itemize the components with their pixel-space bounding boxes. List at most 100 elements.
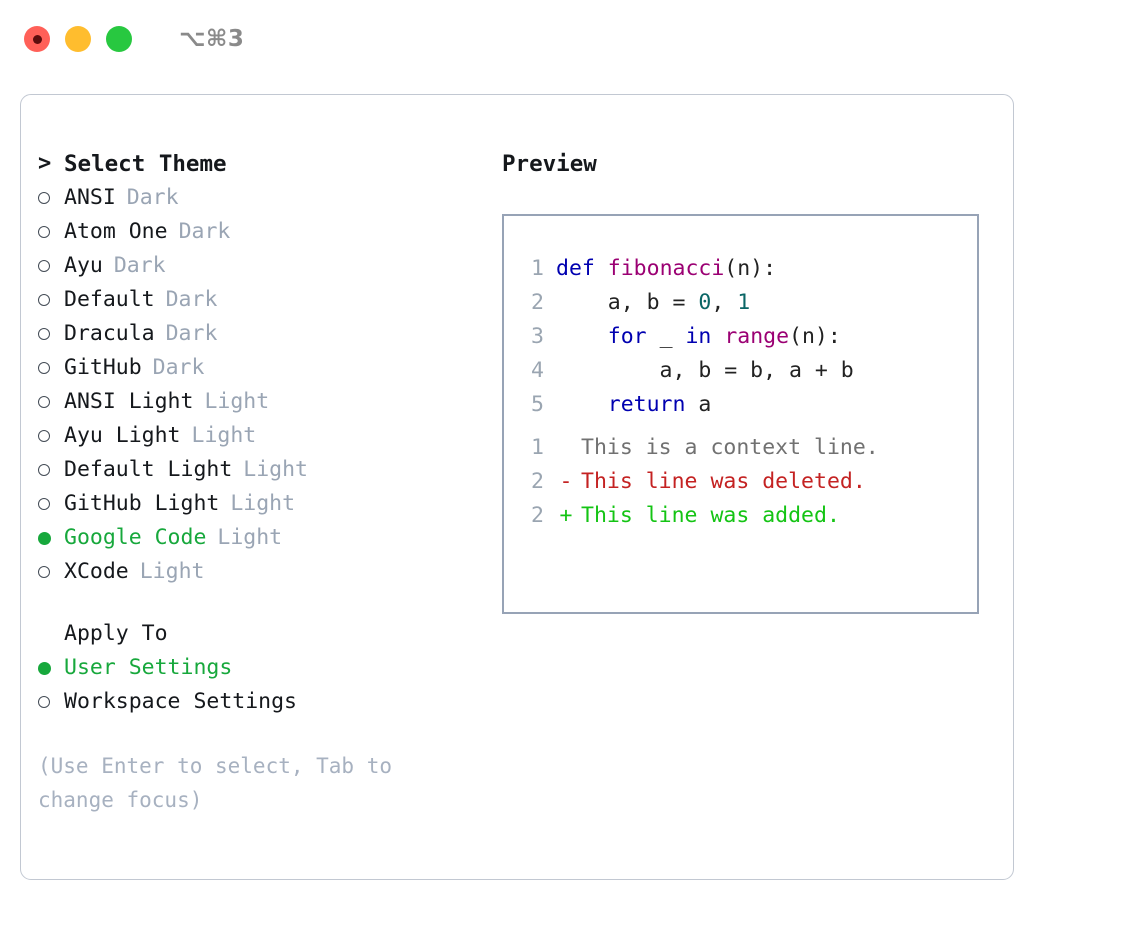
theme-variant-tag: Dark	[126, 185, 179, 210]
code-token-pun	[556, 324, 608, 349]
code-line: 4 a, b = b, a + b	[514, 354, 971, 388]
keyboard-shortcut-label: ⌥⌘3	[179, 26, 245, 52]
apply-to-header: Apply To	[38, 617, 488, 651]
line-number: 5	[531, 392, 544, 417]
theme-option-ansi[interactable]: ANSI Dark	[38, 181, 488, 215]
code-line-text: a, b = 0, 1	[556, 286, 750, 320]
apply-to-option-label: User Settings	[64, 655, 233, 680]
code-token-num: 0	[698, 290, 712, 315]
bullet-glyph	[38, 430, 50, 442]
bullet-glyph	[38, 294, 50, 306]
code-token-sp	[595, 256, 608, 281]
theme-picker-title: Select Theme	[64, 151, 227, 177]
theme-variant-tag: Dark	[152, 355, 205, 380]
theme-option-label: ANSI	[64, 185, 116, 210]
diff-line: 2-This line was deleted.	[514, 465, 971, 499]
window-close-button[interactable]	[24, 26, 50, 52]
diff-line-text: This line was deleted.	[581, 469, 866, 494]
bullet-glyph	[38, 396, 50, 408]
code-line-text: def fibonacci(n):	[556, 252, 776, 286]
title-bar: ⌥⌘3	[0, 0, 1140, 78]
radio-unselected-icon	[38, 566, 64, 578]
bullet-glyph	[38, 531, 51, 545]
theme-variant-tag: Dark	[178, 219, 231, 244]
apply-to-option-workspace-settings[interactable]: Workspace Settings	[38, 685, 488, 719]
bullet-glyph	[38, 260, 50, 272]
theme-option-label: ANSI Light	[64, 389, 194, 414]
theme-variant-tag: Light	[243, 457, 309, 482]
diff-marker-icon: -	[559, 469, 573, 494]
code-token-pun: a, b =	[556, 290, 699, 315]
bullet-glyph	[38, 226, 50, 238]
theme-option-label: Google Code	[64, 525, 207, 550]
code-token-kw: return	[607, 392, 686, 417]
code-token-pun: a, b = b, a + b	[556, 358, 854, 383]
theme-option-label: Dracula	[64, 321, 155, 346]
code-token-fn: range	[724, 324, 790, 349]
code-token-kw: in	[685, 324, 712, 349]
bullet-glyph	[38, 696, 50, 708]
prompt-caret-icon: >	[38, 151, 52, 176]
line-number: 4	[531, 358, 544, 383]
radio-unselected-icon	[38, 328, 64, 340]
theme-option-ansi-light[interactable]: ANSI Light Light	[38, 385, 488, 419]
code-token-pun: _	[646, 324, 686, 349]
window-maximize-button[interactable]	[106, 26, 132, 52]
diff-marker-icon: +	[559, 503, 573, 528]
code-line-text: a, b = b, a + b	[556, 354, 854, 388]
radio-unselected-icon	[38, 362, 64, 374]
theme-variant-tag: Light	[191, 423, 257, 448]
theme-option-atom-one[interactable]: Atom One Dark	[38, 215, 488, 249]
radio-unselected-icon	[38, 396, 64, 408]
radio-selected-icon	[38, 531, 64, 545]
theme-option-github-light[interactable]: GitHub Light Light	[38, 487, 488, 521]
theme-option-label: Atom One	[64, 219, 168, 244]
theme-variant-tag: Dark	[165, 287, 218, 312]
line-number: 3	[531, 324, 544, 349]
code-line: 3 for _ in range(n):	[514, 320, 971, 354]
bullet-glyph	[38, 362, 50, 374]
diff-line-number: 2	[531, 503, 544, 528]
diff-line-number: 2	[531, 469, 544, 494]
code-token-pun: ,	[711, 290, 738, 315]
theme-variant-tag: Light	[230, 491, 296, 516]
bullet-glyph	[38, 661, 51, 675]
radio-unselected-icon	[38, 464, 64, 476]
recording-indicator-icon	[32, 34, 42, 44]
code-line-text: for _ in range(n):	[556, 320, 841, 354]
theme-variant-tag: Light	[204, 389, 270, 414]
theme-option-github[interactable]: GitHub Dark	[38, 351, 488, 385]
diff-line-text: This line was added.	[581, 503, 840, 528]
theme-option-label: Default Light	[64, 457, 233, 482]
code-line: 1 def fibonacci(n):	[514, 252, 971, 286]
window-minimize-button[interactable]	[65, 26, 91, 52]
line-number: 1	[531, 256, 544, 281]
theme-option-label: GitHub	[64, 355, 142, 380]
radio-unselected-icon	[38, 430, 64, 442]
bullet-glyph	[38, 464, 50, 476]
diff-line-text: This is a context line.	[581, 435, 879, 460]
theme-option-label: GitHub Light	[64, 491, 220, 516]
code-token-pun	[556, 392, 608, 417]
apply-to-option-user-settings[interactable]: User Settings	[38, 651, 488, 685]
code-token-pun	[711, 324, 724, 349]
keyboard-hint-text: (Use Enter to select, Tab to change focu…	[38, 754, 393, 812]
theme-option-default-light[interactable]: Default Light Light	[38, 453, 488, 487]
bullet-glyph	[38, 498, 50, 510]
radio-unselected-icon	[38, 192, 64, 204]
